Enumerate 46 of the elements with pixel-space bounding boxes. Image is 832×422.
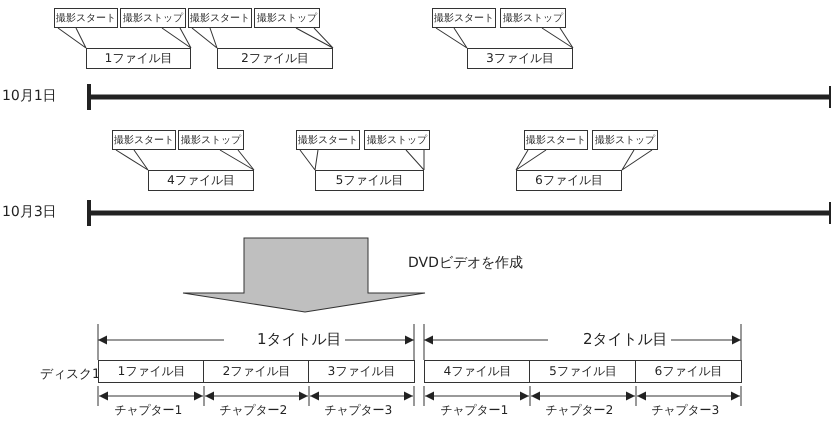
callout-tail <box>622 150 652 170</box>
chapter-label: チャプター3 <box>324 404 394 416</box>
caption-text: DVDビデオを作成 <box>408 256 523 270</box>
table-cell: 2ファイル目 <box>203 360 310 383</box>
callout-box: 撮影ストップ <box>592 130 658 150</box>
callout-tail <box>542 28 574 48</box>
callout-box: 撮影スタート <box>296 130 360 150</box>
callout-box: 撮影スタート <box>524 130 588 150</box>
callout-tail <box>516 150 546 170</box>
callout-box: 撮影スタート <box>112 130 176 150</box>
callout-tail <box>406 150 424 170</box>
chapter-label: チャプター1 <box>114 404 184 416</box>
callout-tail <box>300 150 318 170</box>
file-box: 3ファイル目 <box>467 48 573 69</box>
table-cell: 6ファイル目 <box>635 360 742 383</box>
callout-box: 撮影スタート <box>432 8 496 28</box>
file-box: 1ファイル目 <box>86 48 191 69</box>
callout-tail <box>116 150 148 170</box>
file-box: 6ファイル目 <box>516 170 622 191</box>
date-label: 10月1日 <box>2 89 57 103</box>
callout-box: 撮影ストップ <box>178 130 244 150</box>
callout-tail <box>296 28 334 48</box>
chapter-label: チャプター1 <box>440 404 510 416</box>
callout-box: 撮影ストップ <box>364 130 430 150</box>
callout-tail <box>220 150 254 170</box>
callout-box: 撮影ストップ <box>500 8 566 28</box>
callout-box: 撮影ストップ <box>120 8 186 28</box>
callout-box: 撮影スタート <box>54 8 118 28</box>
table-cell: 3ファイル目 <box>308 360 415 383</box>
chapter-label: チャプター2 <box>218 404 288 416</box>
callout-tail <box>162 28 192 48</box>
callout-box: 撮影スタート <box>188 8 252 28</box>
callout-box: 撮影ストップ <box>254 8 320 28</box>
table-cell: 4ファイル目 <box>424 360 531 383</box>
chapter-label: チャプター3 <box>650 404 720 416</box>
callout-tail <box>58 28 86 48</box>
file-box: 2ファイル目 <box>217 48 333 69</box>
file-box: 5ファイル目 <box>315 170 424 191</box>
date-label: 10月3日 <box>2 205 57 219</box>
file-box: 4ファイル目 <box>148 170 254 191</box>
chapter-label: チャプター2 <box>544 404 614 416</box>
disc-label: ディスク1 <box>40 368 100 381</box>
callout-tail <box>192 28 218 48</box>
table-cell: 5ファイル目 <box>529 360 637 383</box>
callout-tail <box>436 28 468 48</box>
table-cell: 1ファイル目 <box>98 360 205 383</box>
